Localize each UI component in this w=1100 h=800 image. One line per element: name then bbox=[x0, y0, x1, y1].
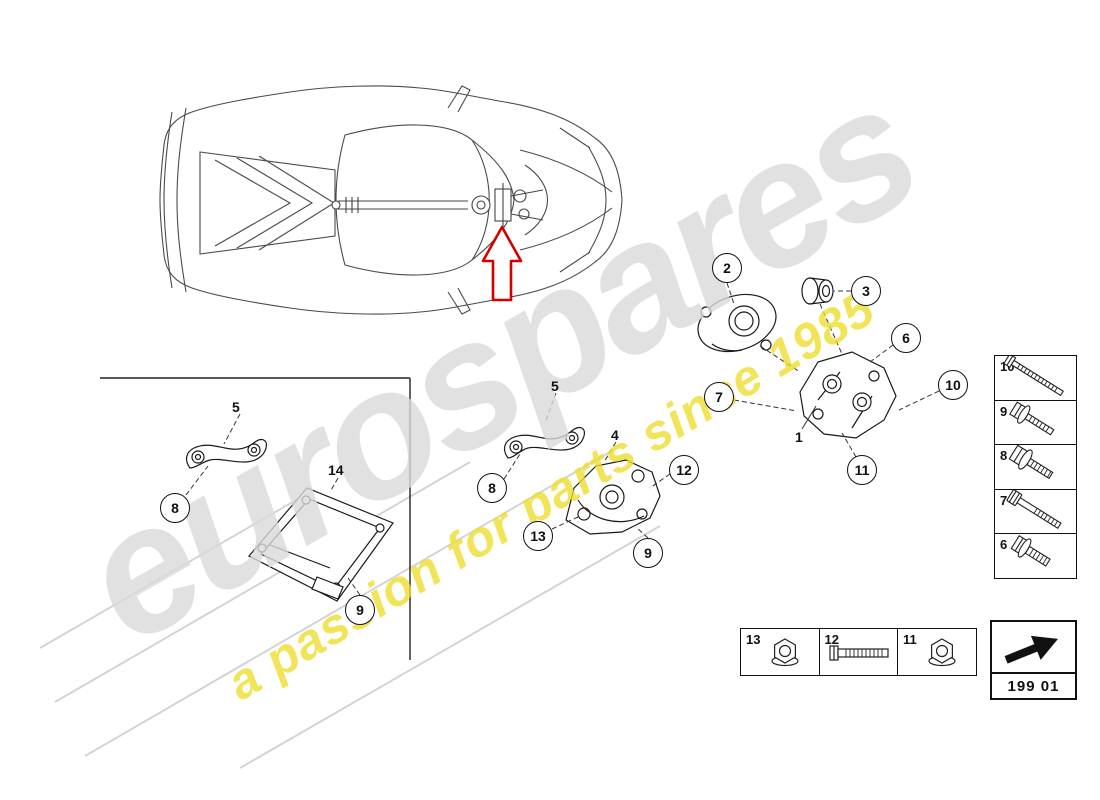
gear-linkage bbox=[331, 183, 544, 227]
part-mount-1 bbox=[799, 351, 897, 439]
hex-bolt-icon bbox=[828, 645, 889, 661]
fastener-legend-side: 10 9 bbox=[994, 355, 1077, 579]
part-bushing-3 bbox=[801, 277, 834, 305]
part-plate-14 bbox=[248, 487, 394, 602]
fastener-legend-bottom: 13 12 bbox=[740, 628, 977, 676]
label-1[interactable]: 1 bbox=[795, 429, 803, 445]
washer-screw-icon bbox=[1008, 445, 1054, 480]
leader-line-1 bbox=[801, 405, 817, 430]
frame-lines bbox=[100, 377, 411, 660]
label-4[interactable]: 4 bbox=[611, 427, 619, 443]
hex-flange-bolt-icon bbox=[1010, 535, 1051, 567]
part-mount-4 bbox=[565, 459, 661, 535]
callout-9-left[interactable]: 9 bbox=[345, 595, 375, 625]
car-top-view bbox=[159, 85, 623, 315]
flange-screw-icon bbox=[1009, 400, 1055, 436]
legend-item-11[interactable]: 11 bbox=[897, 628, 977, 676]
direction-arrow-icon bbox=[992, 622, 1075, 672]
part-bearing-2 bbox=[697, 293, 777, 353]
callout-11[interactable]: 11 bbox=[847, 455, 877, 485]
flange-nut-icon bbox=[928, 638, 956, 667]
callout-7[interactable]: 7 bbox=[704, 382, 734, 412]
legend-item-6[interactable]: 6 bbox=[994, 533, 1077, 579]
part-group-box: 199 01 bbox=[990, 620, 1077, 700]
callout-13[interactable]: 13 bbox=[523, 521, 553, 551]
legend-item-12[interactable]: 12 bbox=[818, 628, 899, 676]
callout-9-mid[interactable]: 9 bbox=[633, 538, 663, 568]
label-5-left[interactable]: 5 bbox=[232, 399, 240, 415]
leader-lines bbox=[185, 282, 940, 596]
callout-8-mid[interactable]: 8 bbox=[477, 473, 507, 503]
callout-12[interactable]: 12 bbox=[669, 455, 699, 485]
legend-item-9[interactable]: 9 bbox=[994, 399, 1077, 446]
location-arrow bbox=[481, 225, 523, 302]
part-group-code: 199 01 bbox=[992, 672, 1075, 698]
callout-10[interactable]: 10 bbox=[938, 370, 968, 400]
legend-item-13[interactable]: 13 bbox=[740, 628, 820, 676]
callout-6[interactable]: 6 bbox=[891, 323, 921, 353]
callout-8-left[interactable]: 8 bbox=[160, 493, 190, 523]
callout-3[interactable]: 3 bbox=[851, 276, 881, 306]
socket-bolt-icon bbox=[1006, 489, 1062, 529]
legend-item-8[interactable]: 8 bbox=[994, 444, 1077, 490]
flange-nut-icon bbox=[771, 638, 799, 667]
label-14[interactable]: 14 bbox=[328, 462, 344, 478]
legend-item-10[interactable]: 10 bbox=[994, 355, 1077, 401]
label-5-mid[interactable]: 5 bbox=[551, 378, 559, 394]
long-screw-icon bbox=[1003, 356, 1064, 397]
part-bracket-5-mid bbox=[503, 426, 585, 459]
callout-2[interactable]: 2 bbox=[712, 253, 742, 283]
part-bracket-5-left bbox=[185, 438, 267, 469]
legend-item-7[interactable]: 7 bbox=[994, 488, 1077, 535]
